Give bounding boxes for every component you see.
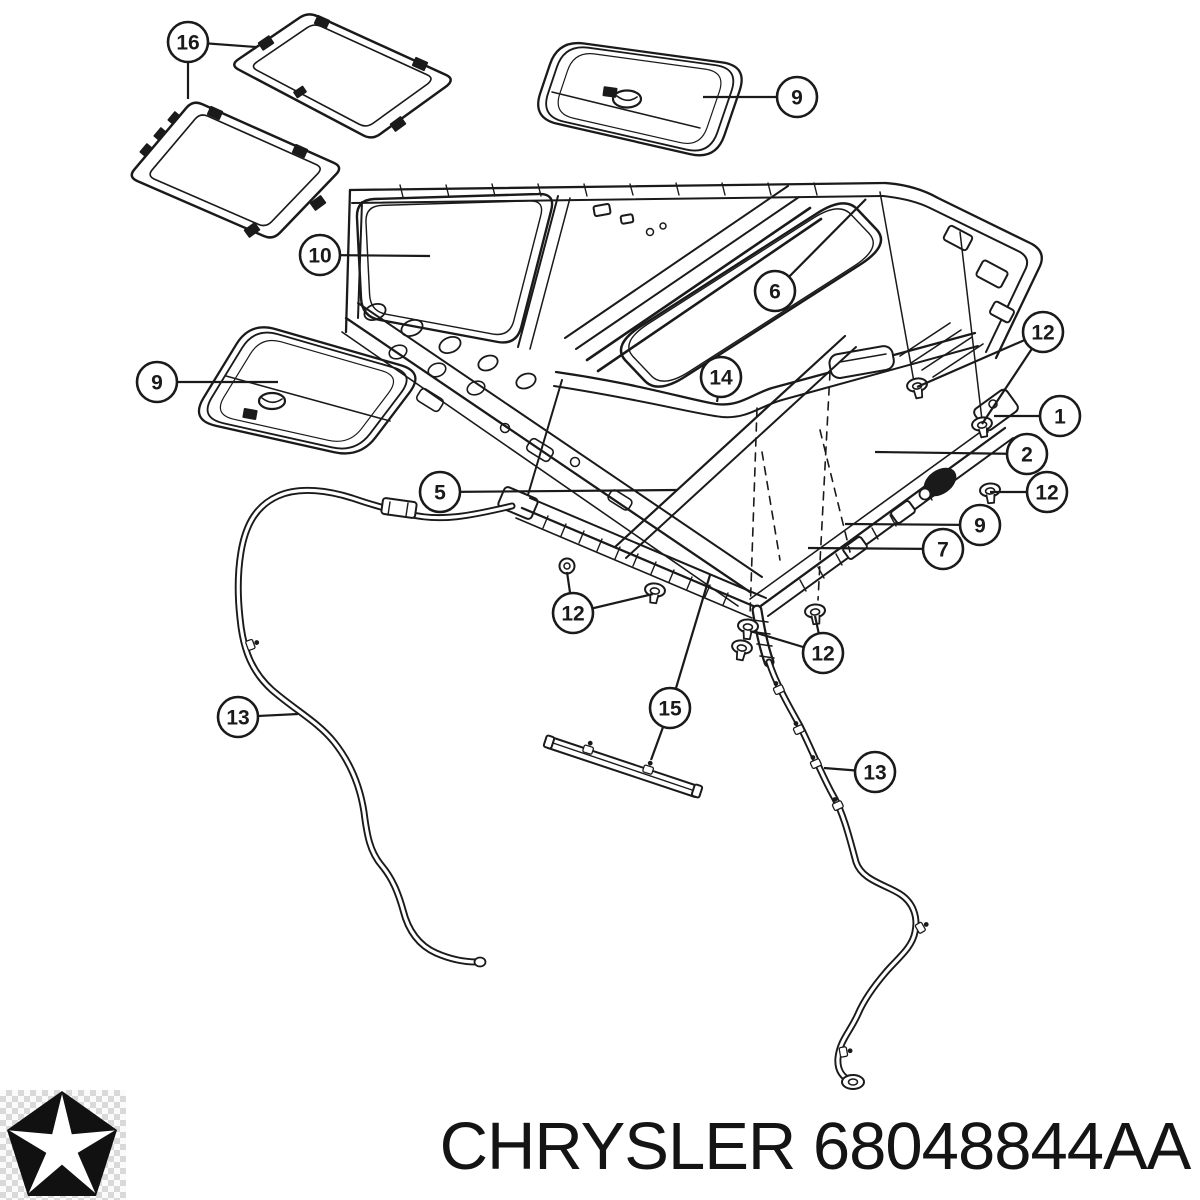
callout-15[interactable]: 15 — [648, 574, 712, 761]
callout-circle[interactable] — [1021, 310, 1065, 354]
callout-number: 9 — [974, 515, 986, 538]
callout-circle[interactable] — [648, 686, 692, 730]
callout-leader-line — [668, 574, 712, 709]
roof-ribs — [564, 185, 823, 373]
callout-leader-line — [916, 330, 1044, 389]
fastener-grommets — [558, 375, 1003, 663]
callout-number: 15 — [658, 698, 682, 721]
callout-circle[interactable] — [551, 591, 595, 635]
push-pin-grommet — [735, 617, 760, 641]
chrysler-pentastar-logo — [7, 1091, 117, 1196]
callout-leader-line — [844, 522, 981, 527]
callout-number: 10 — [308, 245, 331, 268]
push-pin-grommet — [978, 481, 1003, 505]
callout-circle[interactable] — [753, 269, 797, 313]
callout-16[interactable]: 16 — [166, 20, 257, 99]
callout-13[interactable]: 13 — [823, 750, 897, 794]
callout-leader-line — [874, 450, 1028, 456]
callout-6[interactable]: 6 — [753, 198, 867, 313]
push-pin-grommet — [970, 414, 996, 440]
callout-number: 6 — [769, 281, 781, 304]
callout-circle[interactable] — [298, 233, 342, 277]
callout-12[interactable]: 12 — [990, 470, 1069, 514]
wind-deflector — [542, 734, 704, 799]
callout-circle[interactable] — [418, 470, 462, 514]
callout-9[interactable]: 9 — [703, 75, 819, 119]
callout-9[interactable]: 9 — [844, 503, 1002, 547]
sunroof-frame-panel-upper — [233, 13, 452, 139]
callout-5[interactable]: 5 — [418, 470, 678, 514]
callout-14[interactable]: 14 — [699, 355, 743, 403]
front-sunroof-opening — [355, 192, 571, 350]
callout-7[interactable]: 7 — [807, 527, 965, 571]
windshield-header — [341, 302, 763, 607]
callout-number: 14 — [709, 367, 733, 390]
callout-number: 7 — [937, 539, 949, 562]
rear-sunroof-opening — [619, 202, 883, 388]
callout-circle[interactable] — [699, 355, 743, 399]
callout-circle[interactable] — [216, 695, 260, 739]
callout-9[interactable]: 9 — [135, 360, 278, 404]
push-pin-grommet — [905, 375, 931, 401]
callout-number: 13 — [226, 707, 249, 730]
callout-13[interactable]: 13 — [216, 695, 299, 739]
callout-leader-line — [774, 198, 867, 292]
push-pin-grommet — [728, 637, 754, 663]
callout-number: 9 — [151, 372, 163, 395]
callout-number: 2 — [1021, 444, 1033, 467]
drain-tube-right — [751, 604, 931, 1090]
callout-circle[interactable] — [166, 20, 210, 64]
callout-number: 12 — [1035, 482, 1058, 505]
push-pin-grommet — [642, 581, 667, 606]
callout-number: 12 — [811, 643, 834, 666]
callout-circle[interactable] — [801, 631, 845, 675]
callout-leader-line — [439, 488, 678, 494]
drain-tube-left — [234, 486, 516, 968]
callout-circle[interactable] — [853, 750, 897, 794]
callout-2[interactable]: 2 — [874, 432, 1049, 476]
callout-number: 9 — [791, 87, 803, 110]
callout-circle[interactable] — [1025, 470, 1069, 514]
sunroof-frame-panel-lower — [130, 101, 341, 239]
sunroof-motor — [918, 467, 957, 501]
retainer-clip-ring — [558, 557, 576, 575]
chrysler-logo-box — [0, 1090, 126, 1200]
callout-10[interactable]: 10 — [298, 233, 431, 277]
callout-circle[interactable] — [958, 503, 1002, 547]
callout-circle[interactable] — [1038, 394, 1082, 438]
callout-12[interactable]: 12 — [916, 310, 1065, 425]
callout-circle[interactable] — [921, 527, 965, 571]
callout-circle[interactable] — [135, 360, 179, 404]
callout-number: 5 — [434, 482, 446, 505]
sunshade-rear — [537, 41, 743, 157]
callout-12[interactable]: 12 — [749, 615, 845, 675]
callout-number: 16 — [176, 32, 199, 55]
callout-number: 13 — [863, 762, 886, 785]
callout-12[interactable]: 12 — [551, 571, 654, 635]
roof-panel — [341, 181, 1043, 607]
callout-leader-line — [807, 546, 944, 551]
part-title: CHRYSLER 68048844AA — [439, 1109, 1192, 1184]
callout-circle[interactable] — [775, 75, 819, 119]
callout-number: 1 — [1054, 406, 1066, 429]
sunshade-front — [197, 326, 417, 455]
callout-circle[interactable] — [1005, 432, 1049, 476]
callout-1[interactable]: 1 — [994, 394, 1082, 438]
callout-number: 12 — [1031, 322, 1054, 345]
callout-number: 12 — [561, 603, 584, 626]
